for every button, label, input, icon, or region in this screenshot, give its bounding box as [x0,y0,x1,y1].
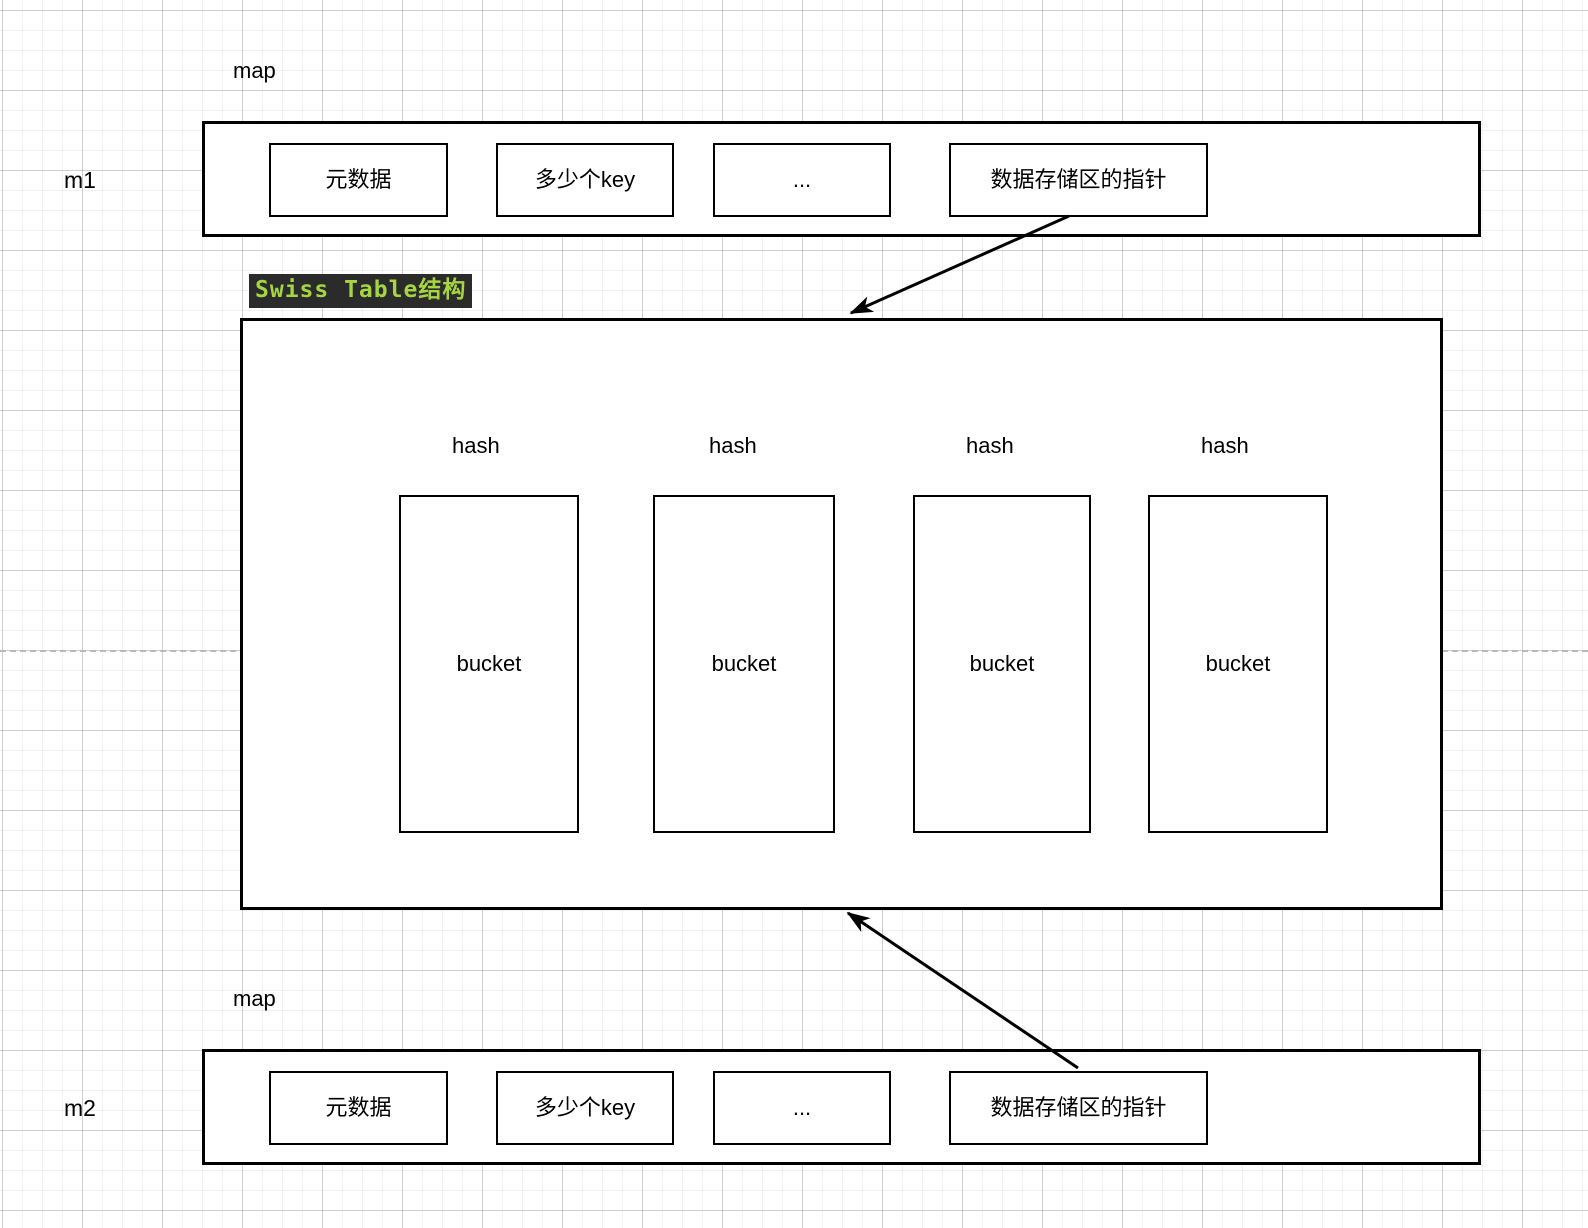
bucket-label: bucket [456,651,522,676]
map-struct-m1: 元数据 多少个key ... 数据存储区的指针 [202,121,1481,237]
map-field-metadata-m2: 元数据 [269,1071,448,1145]
arrow-m2-to-swiss-table [846,911,1079,1070]
map-field-metadata-m1: 元数据 [269,143,448,217]
group-label-m2: m2 [64,1095,96,1121]
hash-label-2: hash [709,433,757,458]
bucket-label: bucket [1205,651,1271,676]
hash-label-3: hash [966,433,1014,458]
group-caption-m2: map [233,986,276,1011]
bucket-box-4: bucket [1148,495,1328,833]
map-field-label: ... [792,1094,812,1120]
map-field-label: ... [792,166,812,192]
map-field-label: 元数据 [325,1094,392,1120]
group-caption-m1: map [233,58,276,83]
map-field-data-pointer-m2: 数据存储区的指针 [949,1071,1208,1145]
map-field-label: 数据存储区的指针 [990,166,1167,192]
bucket-label: bucket [711,651,777,676]
map-field-label: 元数据 [325,166,392,192]
hash-label-1: hash [452,433,500,458]
bucket-box-2: bucket [653,495,835,833]
bucket-box-1: bucket [399,495,579,833]
bucket-box-3: bucket [913,495,1091,833]
map-field-data-pointer-m1: 数据存储区的指针 [949,143,1208,217]
map-field-ellipsis-m1: ... [713,143,891,217]
swiss-table-tag: Swiss Table结构 [249,274,473,309]
map-field-label: 多少个key [534,1094,636,1120]
map-field-key-count-m1: 多少个key [496,143,674,217]
swiss-table-container: hash bucket hash bucket hash bucket hash… [240,318,1443,910]
bucket-label: bucket [969,651,1035,676]
map-field-label: 数据存储区的指针 [990,1094,1167,1120]
map-field-key-count-m2: 多少个key [496,1071,674,1145]
hash-label-4: hash [1201,433,1249,458]
map-field-label: 多少个key [534,166,636,192]
group-label-m1: m1 [64,167,96,193]
map-struct-m2: 元数据 多少个key ... 数据存储区的指针 [202,1049,1481,1165]
map-field-ellipsis-m2: ... [713,1071,891,1145]
